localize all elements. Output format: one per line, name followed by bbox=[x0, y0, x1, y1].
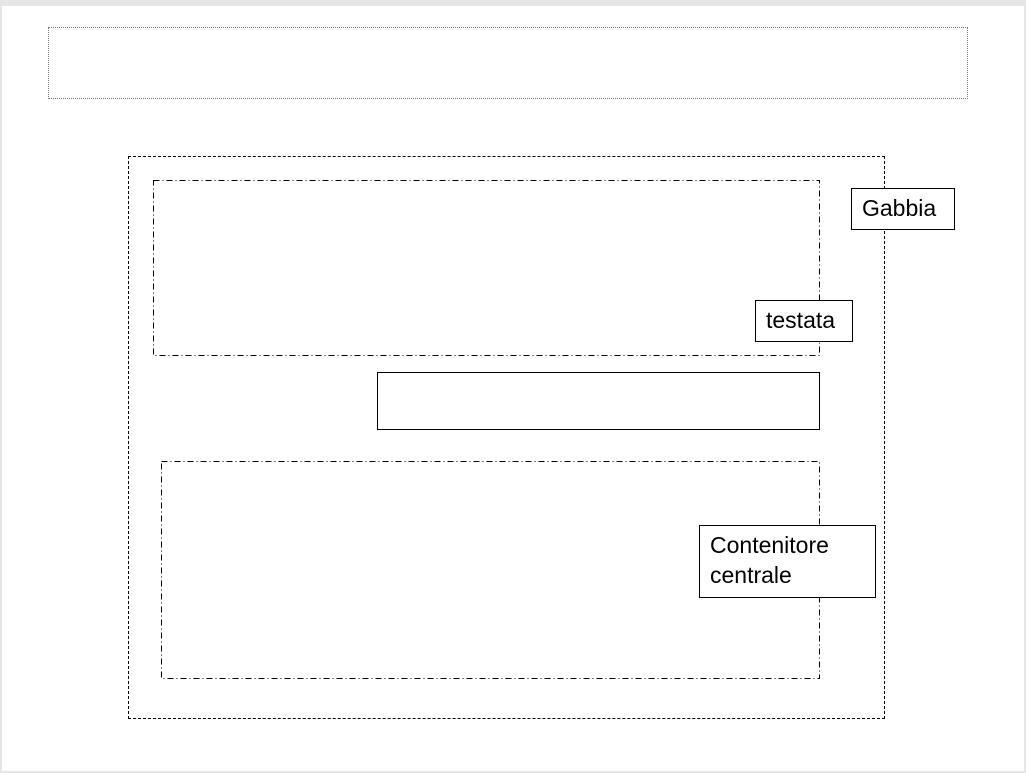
gabbia-frame bbox=[128, 156, 885, 719]
testata-border bbox=[153, 180, 820, 356]
title-placeholder[interactable] bbox=[48, 27, 968, 99]
slide-canvas: Gabbia testata Contenitore centrale bbox=[2, 6, 1024, 771]
label-testata: testata bbox=[755, 300, 853, 342]
testata-frame bbox=[153, 180, 820, 356]
label-contenitore-centrale: Contenitore centrale bbox=[699, 525, 876, 598]
label-gabbia: Gabbia bbox=[851, 188, 955, 230]
contenitore-centrale-frame bbox=[161, 461, 820, 679]
middle-box bbox=[377, 372, 820, 430]
contenitore-border bbox=[161, 461, 820, 679]
